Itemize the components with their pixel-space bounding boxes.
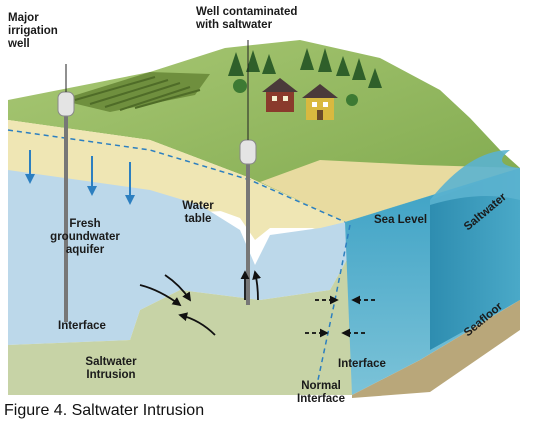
normal-interface-label: Normal Interface [297,380,345,405]
trees [228,48,382,106]
saltwater-intrusion-label: Saltwater Intrusion [85,356,137,381]
farm-fields [60,72,210,112]
recharge-arrows [25,150,135,205]
fresh-aquifer-region [8,170,355,345]
seafloor [352,300,520,398]
interface-left-label: Interface [58,320,106,332]
sea-side-face [430,168,520,350]
wave [430,150,520,205]
interface-right-label: Interface [338,358,386,370]
saltwater-intrusion-diagram [7,40,520,398]
sea-level-label: Sea Level [374,214,428,226]
sand-layer [8,120,345,240]
water-table-line [7,129,346,223]
major-well-label: Major irrigation well [8,12,58,50]
house-icon [302,84,338,120]
house-icon [262,78,298,112]
fresh-aquifer-label: Fresh groundwater aquifer [50,218,120,256]
flow-arrows [139,270,375,338]
contaminated-well-label: Well contaminated with saltwater [196,6,298,31]
water-table-label: Water table [182,200,214,225]
irrigation-well-icon [57,91,75,322]
figure-caption: Figure 4. Saltwater Intrusion [4,402,205,419]
